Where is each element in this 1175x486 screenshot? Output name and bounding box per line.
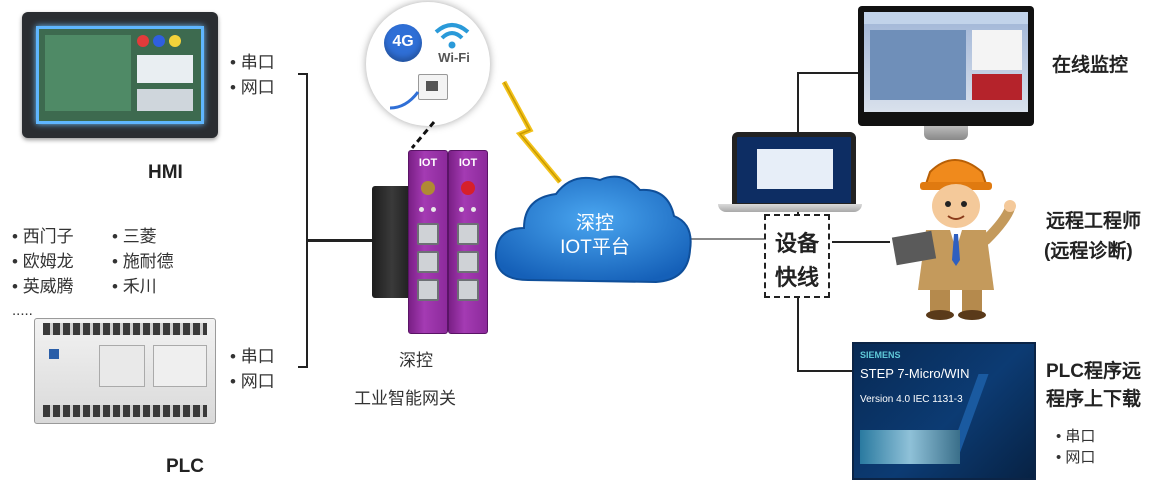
step7-version: Version 4.0 IEC 1131-3 [860,394,963,405]
wireless-bubble: 4G Wi-Fi [366,2,490,126]
plc-program-label-line2: 程序上下载 [1046,389,1142,410]
hmi-indicator-yellow [169,35,181,47]
left-bus-line-v [306,73,308,368]
plc-brand-item: 禾川 [112,274,174,299]
plc-brand-item: 欧姆龙 [12,249,74,274]
plc-brand-item: 施耐德 [112,249,174,274]
step7-software-splash: SIEMENS STEP 7-Micro/WIN Version 4.0 IEC… [852,342,1045,480]
plc-port-ethernet: 网口 [230,369,275,394]
engineer-label-line2: (远程诊断) [1044,241,1133,262]
plc-terminal-bottom [43,405,207,417]
gateway-led [459,207,464,212]
hmi-port-serial: 串口 [230,50,275,75]
hmi-device [22,12,218,138]
plc-terminal-top [43,323,207,335]
hmi-port-list: 串口 网口 [230,50,275,100]
gateway-ethernet-port [457,251,479,273]
monitor-label: 在线监控 [1052,55,1129,76]
quicklink-line2: 快线 [774,265,819,290]
cloud-label-line2: IOT平台 [560,237,630,258]
plc-brand-ellipsis: ..... [12,302,33,319]
wifi-icon [434,23,470,49]
plc-device [34,318,216,424]
ethernet-port-icon [418,74,448,100]
step7-link-line-h [797,370,855,372]
hmi-screen-panel [45,35,131,111]
hmi-port-ethernet: 网口 [230,75,275,100]
gateway-alarm-button [461,181,475,195]
4g-badge-icon: 4G [384,24,422,62]
laptop-screen [732,132,856,209]
plc-link-line-h [298,366,308,368]
plc-program-port-ethernet: 网口 [1056,447,1095,468]
plc-brand-item: 英威腾 [12,274,74,299]
monitor-stand [924,126,968,140]
monitor-scada-process [870,30,966,100]
monitor-scada-header [864,12,1028,24]
4g-badge-text: 4G [392,33,414,50]
hmi-indicator-blue [153,35,165,47]
gateway-module-1-tag: IOT [418,157,438,169]
plc-program-port-list: 串口 网口 [1056,426,1095,468]
gateway-led [471,207,476,212]
plc-port-serial: 串口 [230,344,275,369]
gateway-led [419,207,424,212]
gateway-label-brand: 深控 [399,351,433,370]
gateway-module-2-tag: IOT [458,157,478,169]
gateway-link-line-h [306,239,376,242]
plc-program-label-line1: PLC程序远 [1046,361,1142,382]
hmi-trend-chart [137,55,193,83]
step7-brand: SIEMENS [860,350,901,360]
engineer-label-line1: 远程工程师 [1046,211,1142,232]
plc-brand-list-col1: 西门子 欧姆龙 英威腾 [12,224,74,299]
plc-status-panel [99,345,145,387]
lightning-bolt-icon [501,80,562,184]
plc-brand-list-col2: 三菱 施耐德 禾川 [112,224,174,299]
hmi-label: HMI [148,162,183,183]
quicklink-line1: 设备 [774,231,819,256]
plc-label: PLC [166,456,204,477]
gateway-antenna-connector [421,181,435,195]
gateway-ethernet-port [417,251,439,273]
hmi-screen [36,26,204,124]
quicklink-box: 设备 快线 [764,214,830,298]
cloud-label: 深控 IOT平台 [540,212,650,260]
bubble-pointer-dashes [410,121,436,149]
ethernet-cable-icon [389,91,420,110]
monitor-screen [864,12,1028,112]
cloud-link-line [688,238,768,240]
hmi-gauges [137,89,193,111]
laptop-app-window [757,149,833,189]
gateway-ethernet-port [417,223,439,245]
plc-program-port-serial: 串口 [1056,426,1095,447]
monitor-link-line-h [797,72,859,74]
hmi-indicator-red [137,35,149,47]
hmi-link-line-h [298,73,308,75]
step7-photo-strip [860,430,960,464]
monitor-scada-alarm [972,74,1022,100]
gateway-module-2: IOT [448,150,488,334]
gateway-led [431,207,436,212]
cloud-icon [494,175,692,284]
plc-brand-item: 西门子 [12,224,74,249]
gateway-module-1: IOT [408,150,448,334]
monitor-scada-trend [972,30,1022,70]
plc-io-panel [153,345,207,387]
monitor-device [858,6,1034,126]
engineer-figure-icon [891,159,1016,320]
gateway-ethernet-port [457,279,479,301]
step7-logo-graphic [949,374,1045,454]
laptop-base [718,204,862,212]
plc-brand-item: 三菱 [112,224,174,249]
wifi-label: Wi-Fi [438,50,470,65]
gateway-ethernet-port [457,223,479,245]
din-rail-mount [372,186,412,298]
cloud-label-line1: 深控 [575,213,614,234]
step7-title: STEP 7-Micro/WIN [860,366,970,381]
plc-port-list: 串口 网口 [230,344,275,394]
gateway-label-type: 工业智能网关 [354,389,456,408]
engineer-link-line-h [832,241,890,243]
gateway-ethernet-port [417,279,439,301]
plc-brand-logo [49,349,59,359]
